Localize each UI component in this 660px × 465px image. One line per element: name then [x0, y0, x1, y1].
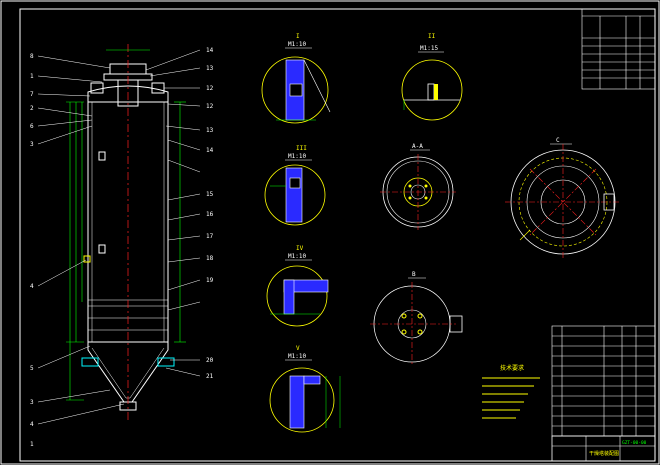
detail-1-label: I: [296, 33, 300, 40]
technical-notes: 技术要求: [482, 364, 540, 419]
detail-4-label: IV: [296, 245, 304, 252]
section-c-view: C: [505, 137, 621, 260]
detail-2-scale: M1:15: [420, 45, 438, 52]
main-vessel-view: 8 1 7 2 6 3 4 5 3 4 1 14 13 12 12 13 14 …: [30, 44, 214, 448]
leader-right-7: 15: [206, 191, 214, 198]
leader-right-13: 21: [206, 373, 214, 380]
detail-2-label: II: [428, 33, 436, 40]
top-head: [87, 85, 169, 102]
leader-left-8: 5: [30, 365, 34, 372]
section-a-label: A-A: [412, 143, 423, 150]
leader-right-10: 18: [206, 255, 214, 262]
section-a-view: A-A: [380, 143, 456, 230]
leader-left-11: 1: [30, 441, 34, 448]
section-b-view: B: [370, 271, 463, 366]
leader-left-9: 3: [30, 399, 34, 406]
detail-view-3: III M1:10: [264, 145, 326, 226]
leader-left-5: 6: [30, 123, 34, 130]
leader-right-12: 20: [206, 357, 214, 364]
left-support: [81, 357, 99, 367]
leader-right-8: 16: [206, 211, 214, 218]
leader-left-6: 3: [30, 141, 34, 148]
detail-5-label: V: [296, 345, 300, 352]
leader-left-1: 8: [30, 53, 34, 60]
detail-view-5: V M1:10: [269, 345, 341, 433]
left-leaders: [37, 55, 125, 425]
detail-5-scale: M1:10: [288, 353, 306, 360]
drawing-number: GZT-00-00: [622, 440, 647, 446]
leader-left-7: 4: [30, 283, 34, 290]
leader-left-3: 7: [30, 91, 34, 98]
leader-right-6: 14: [206, 147, 214, 154]
section-c-label: C: [556, 137, 560, 144]
detail-view-4: IV M1:10: [266, 245, 329, 327]
leader-right-4: 12: [206, 103, 214, 110]
leader-left-10: 4: [30, 421, 34, 428]
detail-view-1: I M1:10: [261, 33, 331, 124]
leader-right-1: 14: [206, 47, 214, 54]
revision-table: [581, 8, 656, 90]
detail-1-scale: M1:10: [288, 41, 306, 48]
leader-right-2: 13: [206, 65, 214, 72]
right-support: [157, 357, 175, 367]
leader-right-3: 12: [206, 85, 214, 92]
drawing-title: 干燥塔装配图: [589, 450, 619, 457]
title-block: 干燥塔装配图 GZT-00-00: [551, 435, 656, 462]
leader-right-5: 13: [206, 127, 214, 134]
notes-title: 技术要求: [500, 364, 524, 372]
detail-3-scale: M1:10: [288, 153, 306, 160]
right-leaders: [145, 49, 201, 377]
leader-left-2: 1: [30, 73, 34, 80]
detail-3-label: III: [296, 145, 307, 152]
leader-left-4: 2: [30, 105, 34, 112]
detail-4-scale: M1:10: [288, 253, 306, 260]
parts-list: [551, 325, 656, 437]
leader-right-9: 17: [206, 233, 214, 240]
detail-view-2: II M1:15: [401, 33, 463, 121]
section-b-label: B: [412, 271, 416, 278]
leader-right-11: 19: [206, 277, 214, 284]
